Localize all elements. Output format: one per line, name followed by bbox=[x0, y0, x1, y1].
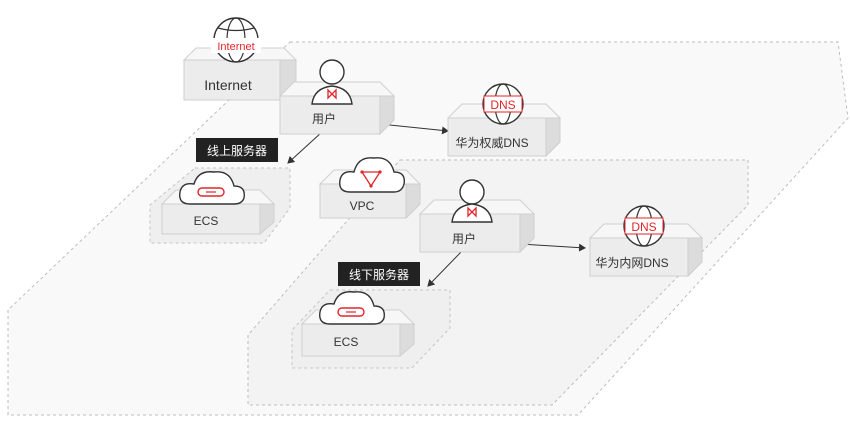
dns-private-label: 华为内网DNS bbox=[595, 256, 668, 270]
offline-server-tag: 线下服务器 bbox=[338, 262, 420, 286]
internet-node: Internet Internet bbox=[182, 17, 298, 102]
globe-icon-text: DNS bbox=[631, 220, 656, 234]
arrow-user-to-dns-public bbox=[379, 123, 449, 135]
cloud-vpc-icon bbox=[339, 157, 405, 193]
dns-private-node: DNS 华为内网DNS bbox=[588, 205, 704, 278]
connectors bbox=[287, 123, 586, 287]
user-icon bbox=[311, 59, 353, 105]
user-icon bbox=[451, 179, 493, 223]
user-top-label: 用户 bbox=[312, 111, 336, 126]
globe-icon: DNS bbox=[623, 205, 665, 247]
offline-server-tag-text: 线下服务器 bbox=[349, 267, 409, 282]
user-node-top: 用户 bbox=[278, 59, 396, 136]
arrow-user-to-online-ecs bbox=[287, 131, 323, 164]
cloud-server-icon bbox=[179, 171, 245, 205]
user-vpc-label: 用户 bbox=[452, 231, 476, 246]
cloud-server-icon bbox=[319, 291, 385, 325]
globe-icon-text: DNS bbox=[490, 98, 515, 112]
ecs-online-node: ECS bbox=[160, 171, 276, 236]
dns-public-node: DNS 华为权威DNS bbox=[446, 83, 562, 158]
vpc-label: VPC bbox=[350, 199, 375, 213]
arrow-vpcuser-to-offline-ecs bbox=[427, 250, 463, 287]
arrow-vpcuser-to-dns-private bbox=[519, 243, 586, 252]
internet-label: Internet bbox=[204, 77, 252, 93]
vpc-node: VPC bbox=[318, 157, 422, 220]
globe-icon-text: Internet bbox=[217, 41, 254, 53]
ecs-offline-label: ECS bbox=[334, 335, 359, 349]
ecs-online-label: ECS bbox=[194, 214, 219, 228]
online-server-tag: 线上服务器 bbox=[196, 138, 278, 162]
ecs-offline-node: ECS bbox=[300, 291, 416, 358]
user-node-vpc: 用户 bbox=[418, 179, 536, 254]
online-server-tag-text: 线上服务器 bbox=[207, 143, 267, 158]
globe-icon: DNS bbox=[482, 83, 524, 125]
dns-public-label: 华为权威DNS bbox=[455, 136, 528, 150]
globe-icon: Internet bbox=[211, 17, 261, 63]
